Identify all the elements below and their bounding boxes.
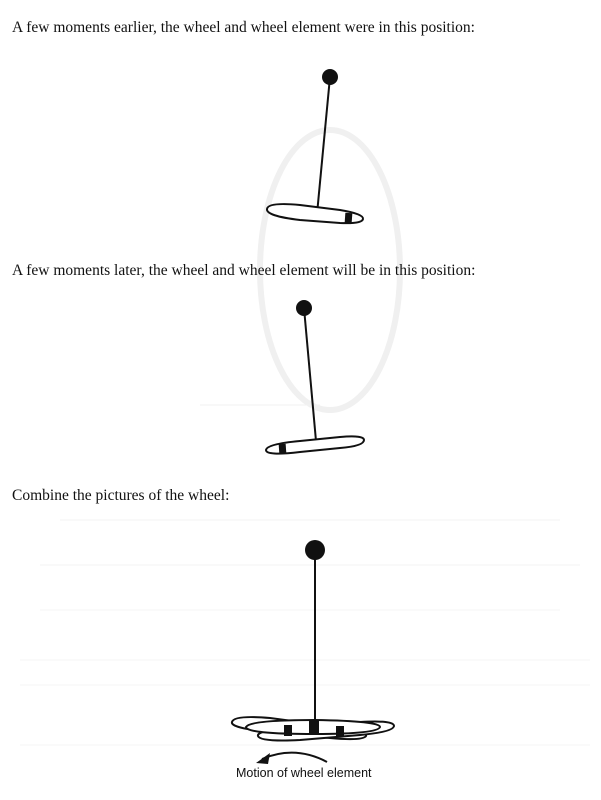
caption-combine: Combine the pictures of the wheel: xyxy=(12,487,230,504)
figure-earlier-position xyxy=(266,69,364,225)
motion-arrowhead xyxy=(256,753,270,764)
caption-later: A few moments later, the wheel and wheel… xyxy=(12,262,476,279)
wheel-element xyxy=(278,443,287,455)
wheel-rim xyxy=(266,203,364,225)
wheel-hub xyxy=(322,69,338,85)
motion-label: Motion of wheel element xyxy=(236,766,372,780)
wheel-element-center xyxy=(309,721,319,733)
wheel-element xyxy=(344,212,353,224)
spoke xyxy=(303,307,317,442)
figure-combined xyxy=(231,540,396,764)
caption-earlier: A few moments earlier, the wheel and whe… xyxy=(12,19,475,36)
wheel-hub xyxy=(305,540,325,560)
wheel-element-right xyxy=(336,726,344,737)
wheel-hub xyxy=(296,300,312,316)
motion-arrow xyxy=(261,751,328,763)
wheel-element-left xyxy=(284,725,292,736)
figure-later-position xyxy=(264,300,366,455)
spoke xyxy=(316,76,331,215)
